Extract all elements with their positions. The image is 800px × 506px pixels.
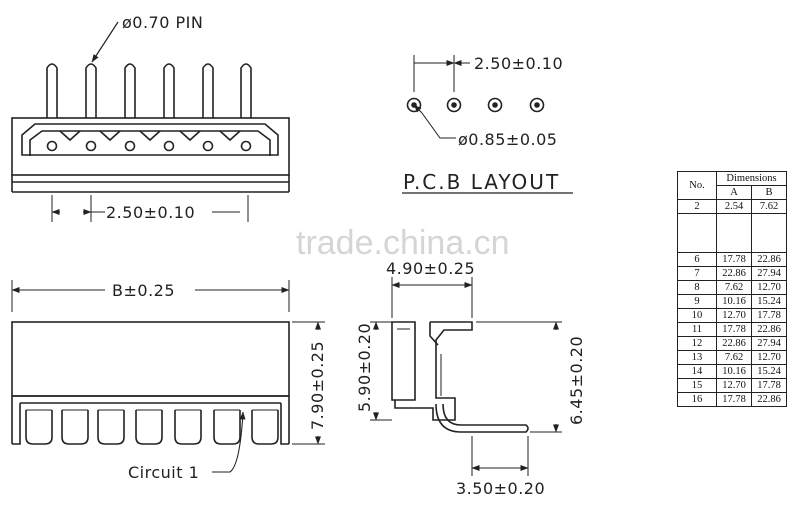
side-width-label: 4.90±0.25 [386, 259, 475, 278]
pcb-layout-title: P.C.B LAYOUT [403, 170, 560, 194]
front-height-label: 7.90±0.25 [308, 341, 327, 430]
top-view-pins [46, 63, 252, 118]
table-cell: 7.62 [716, 280, 752, 295]
table-cell: 15 [677, 378, 717, 393]
top-pitch-label: 2.50±0.10 [106, 203, 195, 222]
table-cell: 17.78 [751, 378, 787, 393]
table-cell: 12.70 [751, 350, 787, 365]
table-cell: 27.94 [751, 266, 787, 281]
table-cell: 6 [677, 252, 717, 267]
side-left-height-label: 5.90±0.20 [355, 323, 374, 412]
table-cell: 13 [677, 350, 717, 365]
table-cell: 16 [677, 392, 717, 407]
pcb-pitch-label: 2.50±0.10 [474, 54, 563, 73]
side-view-pin [435, 403, 529, 433]
top-view-inner-wall [21, 123, 279, 156]
side-view-housing [394, 321, 473, 421]
pcb-holes [406, 97, 545, 113]
table-cell: 14 [677, 364, 717, 379]
side-right-height-label: 6.45±0.20 [567, 336, 586, 425]
pin-leader [91, 21, 119, 63]
side-bottom-label: 3.50±0.20 [456, 479, 545, 498]
pin-diameter-label: ø0.70 PIN [122, 13, 203, 32]
table-cell: 22.86 [751, 252, 787, 267]
table-cell: 15.24 [751, 294, 787, 309]
table-cell: 12.70 [751, 280, 787, 295]
table-header-a: A [716, 185, 752, 200]
table-cell: 15.24 [751, 364, 787, 379]
table-cell: 7 [677, 266, 717, 281]
table-cell: 12 [677, 336, 717, 351]
table-header-b: B [751, 185, 787, 200]
table-header-dimensions: Dimensions [716, 171, 787, 186]
table-cell: 10.16 [716, 364, 752, 379]
pcb-hole-label: ø0.85±0.05 [458, 130, 557, 149]
table-cell: 8 [677, 280, 717, 295]
top-view [11, 21, 290, 222]
circuit-1-label: Circuit 1 [128, 463, 199, 482]
table-cell: 2.54 [716, 199, 752, 214]
table-cell: 12.70 [716, 378, 752, 393]
watermark: trade.china.cn [296, 224, 510, 262]
table-cell: 9 [677, 294, 717, 309]
circuit-leader [212, 411, 246, 473]
table-cell: 10.16 [716, 294, 752, 309]
front-view-pads [25, 409, 279, 445]
table-cell: 11 [677, 322, 717, 337]
table-cell: 22.86 [716, 336, 752, 351]
table-cell: 10 [677, 308, 717, 323]
side-view [370, 277, 562, 476]
side-view-left-wall [391, 321, 416, 401]
top-view-housing [11, 117, 290, 176]
pcb-layout [402, 55, 573, 194]
table-cell: 17.78 [751, 308, 787, 323]
table-cell: 27.94 [751, 336, 787, 351]
table-cell: 22.86 [751, 322, 787, 337]
top-view-contacts [46, 140, 252, 152]
table-cell: 7.62 [751, 199, 787, 214]
table-cell: 17.78 [716, 322, 752, 337]
table-cell: 17.78 [716, 392, 752, 407]
table-cell: 22.86 [751, 392, 787, 407]
table-cell: 22.86 [716, 266, 752, 281]
table-cell: 17.78 [716, 252, 752, 267]
front-view [11, 280, 325, 473]
table-cell: 7.62 [716, 350, 752, 365]
table-cell: 2 [677, 199, 717, 214]
table-header-no: No. [677, 171, 717, 200]
table-cell: 12.70 [716, 308, 752, 323]
table-obscured-gap [677, 213, 787, 253]
b-dim-label: B±0.25 [112, 281, 175, 300]
front-view-body [11, 321, 290, 397]
